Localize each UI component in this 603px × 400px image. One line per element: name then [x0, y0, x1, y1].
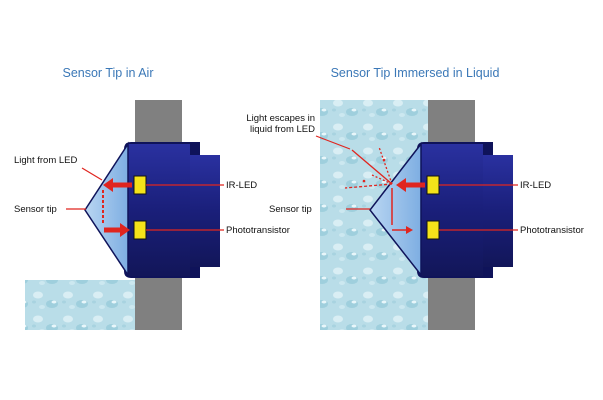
phototransistor: [426, 220, 440, 240]
light-path: [344, 146, 425, 234]
label-sensor-tip: Sensor tip: [269, 204, 312, 215]
label-light-escapes-line2: liquid from LED: [250, 124, 315, 135]
sensor-body: [417, 142, 513, 278]
prism-tip: [84, 141, 129, 278]
light-path: [102, 178, 132, 237]
ir-led: [133, 175, 147, 195]
prism-tip: [369, 141, 422, 278]
label-phototransistor: Phototransistor: [520, 225, 584, 236]
leader-light-escapes: [315, 135, 351, 150]
panel-air: Sensor Tip in Air Light fro: [14, 66, 290, 330]
label-ir-led: IR-LED: [520, 180, 551, 191]
panel-air-title: Sensor Tip in Air: [62, 66, 153, 80]
sensor-body: [124, 142, 220, 278]
label-light-from-led: Light from LED: [14, 155, 77, 166]
phototransistor: [133, 220, 147, 240]
ir-led: [426, 175, 440, 195]
panel-liquid: Sensor Tip Immersed in Liquid: [246, 66, 584, 330]
label-sensor-tip: Sensor tip: [14, 204, 57, 215]
label-light-escapes-line1: Light escapes in: [246, 113, 315, 124]
liquid-level: [25, 280, 135, 330]
leader-light-from-led: [81, 167, 103, 181]
panel-liquid-title: Sensor Tip Immersed in Liquid: [331, 66, 500, 80]
label-phototransistor: Phototransistor: [226, 225, 290, 236]
label-ir-led: IR-LED: [226, 180, 257, 191]
